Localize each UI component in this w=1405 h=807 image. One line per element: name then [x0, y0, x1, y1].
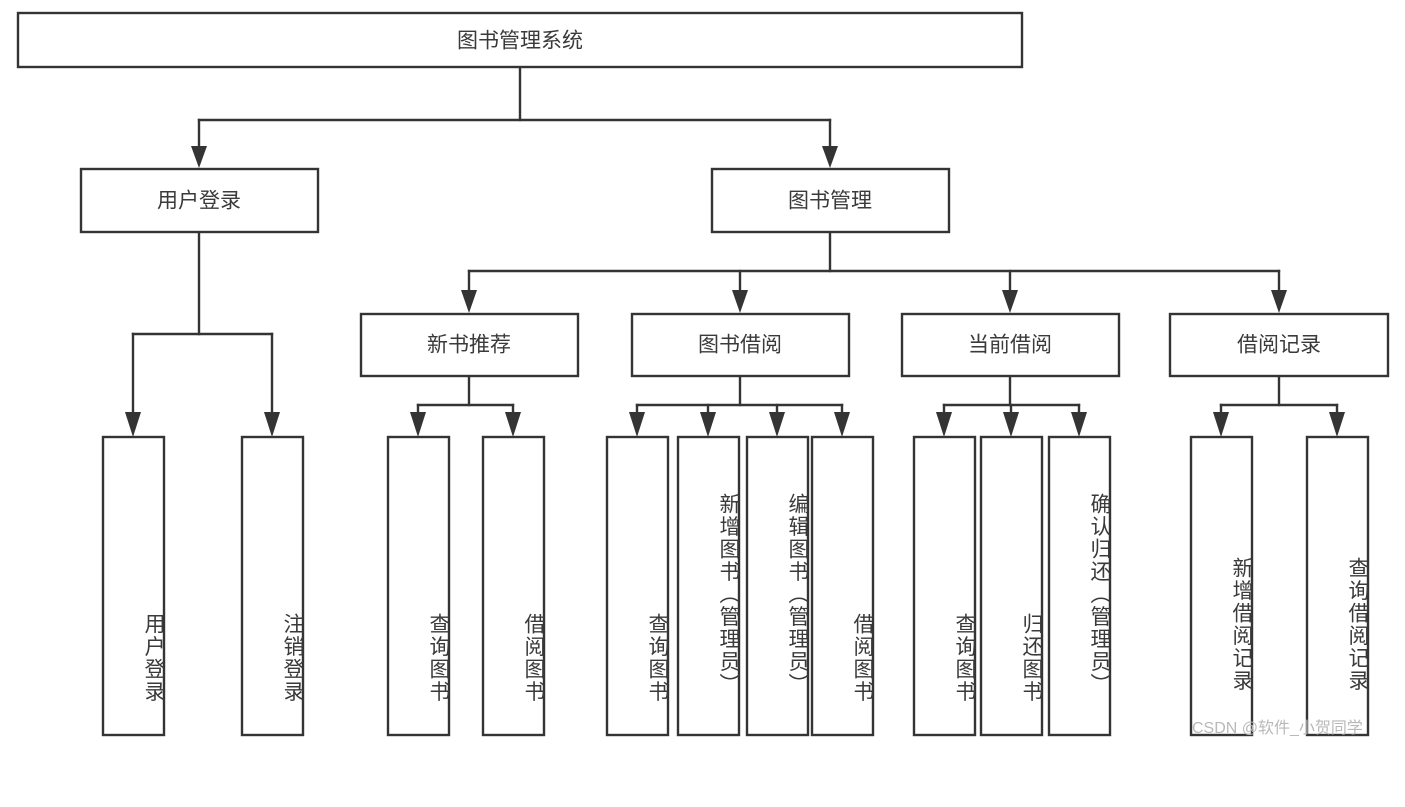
leaf-boxes-borrow-record	[1189, 435, 1370, 737]
leaf-boxes-new-book-recommend	[386, 435, 546, 737]
connector-book-borrow-to-leaves	[629, 374, 850, 437]
leaf-boxes-book-borrow	[605, 435, 875, 737]
node-current-borrow[interactable]: 当前借阅	[900, 312, 1121, 378]
leaf-box-user-login-login[interactable]	[101, 435, 166, 737]
node-new-book-recommend-label: 新书推荐	[427, 334, 511, 357]
connector-borrow-record-to-leaves	[1213, 374, 1345, 437]
leaf-box-borrow-record-query[interactable]	[1305, 435, 1370, 737]
node-book-management-label: 图书管理	[788, 190, 872, 213]
node-book-borrow-label: 图书借阅	[698, 334, 782, 357]
connector-current-borrow-to-leaves	[936, 374, 1087, 437]
leaf-box-book-borrow-borrow[interactable]	[810, 435, 875, 737]
csdn-watermark: CSDN @软件_小贺同学	[1192, 720, 1363, 737]
connector-root-to-level2	[191, 66, 838, 168]
leaf-box-user-login-logout[interactable]	[240, 435, 305, 737]
flowchart-canvas: 图书管理系统 用户登录 图书管理 新书推荐 图书借阅 当前借阅 借阅记录	[16, 11, 1390, 737]
node-user-login-label: 用户登录	[157, 190, 241, 213]
node-book-borrow[interactable]: 图书借阅	[630, 312, 851, 378]
node-root-label: 图书管理系统	[457, 30, 583, 53]
leaf-box-current-borrow-confirm[interactable]	[1047, 435, 1112, 737]
leaf-box-new-book-borrow[interactable]	[481, 435, 546, 737]
node-current-borrow-label: 当前借阅	[968, 334, 1052, 357]
leaf-box-new-book-query[interactable]	[386, 435, 451, 737]
node-new-book-recommend[interactable]: 新书推荐	[359, 312, 580, 378]
leaf-box-book-borrow-edit[interactable]	[745, 435, 810, 737]
connector-user-login-to-leaves	[125, 231, 280, 437]
node-borrow-record-label: 借阅记录	[1237, 334, 1321, 357]
leaf-box-book-borrow-add[interactable]	[676, 435, 741, 737]
node-user-login[interactable]: 用户登录	[79, 167, 320, 234]
connector-book-mgmt-to-level3	[461, 230, 1287, 313]
node-root-book-management-system[interactable]: 图书管理系统	[16, 11, 1024, 69]
flowchart-svg: 图书管理系统 用户登录 图书管理 新书推荐 图书借阅 当前借阅 借阅记录	[16, 11, 1390, 737]
node-borrow-record[interactable]: 借阅记录	[1168, 312, 1390, 378]
leaf-boxes-user-login	[101, 435, 305, 737]
leaf-box-current-borrow-query[interactable]	[912, 435, 977, 737]
connector-new-book-to-leaves	[410, 374, 521, 437]
leaf-box-current-borrow-return[interactable]	[979, 435, 1044, 737]
leaf-boxes-current-borrow	[912, 435, 1112, 737]
leaf-box-book-borrow-query[interactable]	[605, 435, 670, 737]
leaf-box-borrow-record-add[interactable]	[1189, 435, 1254, 737]
node-book-management[interactable]: 图书管理	[710, 167, 951, 234]
